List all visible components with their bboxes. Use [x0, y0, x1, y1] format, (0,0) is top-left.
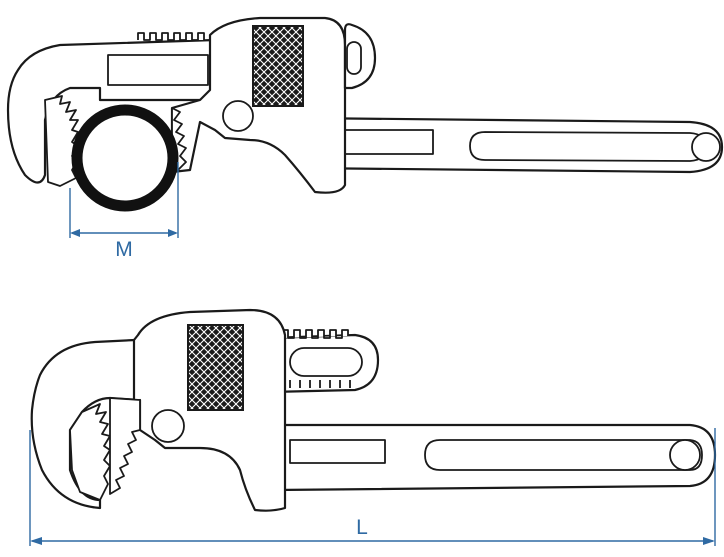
dimension-m-arrow-right — [168, 229, 178, 237]
dimension-l: L — [29, 428, 716, 546]
top-wrench-adjust-nut-slot — [346, 41, 362, 75]
bottom-wrench-handle-recess — [289, 439, 386, 464]
dimension-m-label: M — [115, 238, 133, 261]
bottom-wrench-hook-jaw — [30, 338, 142, 510]
top-wrench-handle-hole — [691, 132, 721, 162]
dimension-l-arrow-right — [703, 537, 715, 545]
top-wrench-grip-panel — [252, 25, 304, 107]
top-wrench-handle-slot — [469, 131, 707, 162]
top-wrench-rack-teeth — [137, 32, 205, 41]
bottom-wrench-rack-teeth-top — [281, 329, 349, 339]
dimension-m: M — [69, 162, 179, 261]
top-wrench-handle-recess — [344, 129, 434, 155]
bottom-wrench-pivot — [151, 409, 185, 443]
top-wrench-bar-slot — [107, 54, 209, 86]
dimension-m-arrow-left — [70, 229, 80, 237]
bottom-wrench-handle-hole — [669, 439, 701, 471]
top-wrench-pivot — [222, 100, 254, 132]
dimension-l-label: L — [356, 516, 368, 539]
bottom-wrench-rack-slot — [289, 347, 363, 377]
bottom-wrench — [30, 308, 717, 512]
top-wrench — [6, 16, 724, 212]
gripped-pipe — [71, 104, 179, 212]
bottom-wrench-lower-jaw-teeth — [109, 397, 141, 495]
bottom-wrench-grip-panel — [187, 324, 244, 411]
bottom-wrench-rack-teeth-bottom — [289, 380, 351, 388]
dimension-l-arrow-left — [30, 537, 42, 545]
bottom-wrench-handle-slot — [424, 439, 703, 471]
top-wrench-hook-teeth — [44, 95, 79, 187]
